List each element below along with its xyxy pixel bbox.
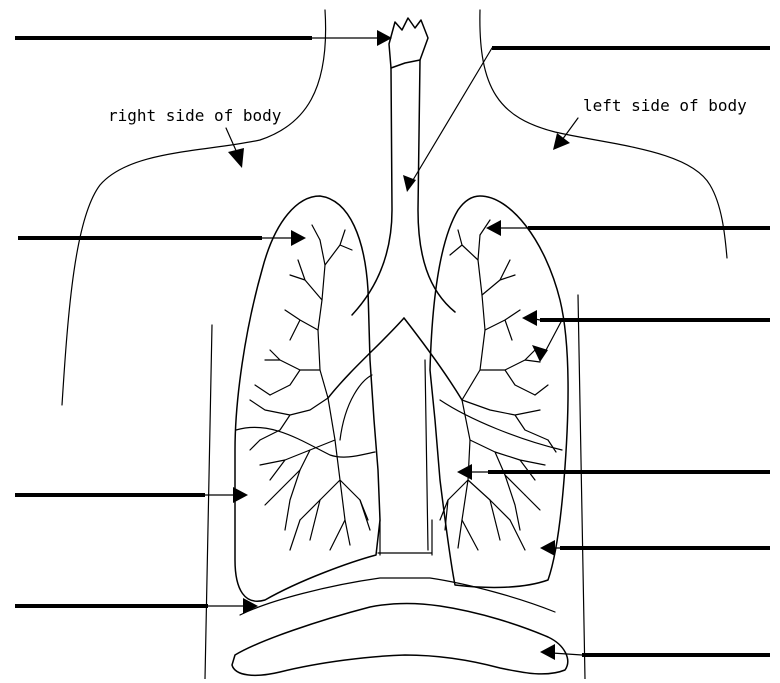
right-chest-wall [205, 325, 212, 679]
right-shoulder-outline [62, 10, 326, 405]
left-side-label: left side of body [583, 96, 747, 115]
left-chest-wall [578, 295, 585, 679]
left-bronchial-tree [440, 220, 556, 550]
arrowhead-3 [233, 487, 248, 503]
arrowhead-7 [522, 310, 537, 326]
larynx [389, 18, 428, 68]
left-bronchus [404, 318, 462, 400]
right-lung [235, 196, 380, 601]
arrowhead-7b [532, 345, 548, 362]
pointer-line-7b [545, 320, 562, 352]
arrowhead-8 [457, 464, 472, 480]
arrowhead-left-side [553, 133, 570, 150]
arrowhead-right-side [228, 148, 244, 168]
arrowhead-9 [540, 540, 555, 556]
right-side-label: right side of body [108, 106, 282, 125]
arrowhead-10 [540, 644, 555, 660]
trachea [352, 68, 392, 315]
right-bronchus [328, 318, 404, 398]
right-bronchial-tree [250, 225, 370, 550]
pointer-line-5 [410, 48, 492, 185]
diaphragm-upper [240, 578, 555, 615]
mediastinum-line [378, 520, 432, 555]
diaphragm [232, 604, 568, 676]
trachea-left-wall [418, 60, 455, 312]
right-lung-inner [236, 375, 375, 457]
arrowhead-2 [291, 230, 306, 246]
